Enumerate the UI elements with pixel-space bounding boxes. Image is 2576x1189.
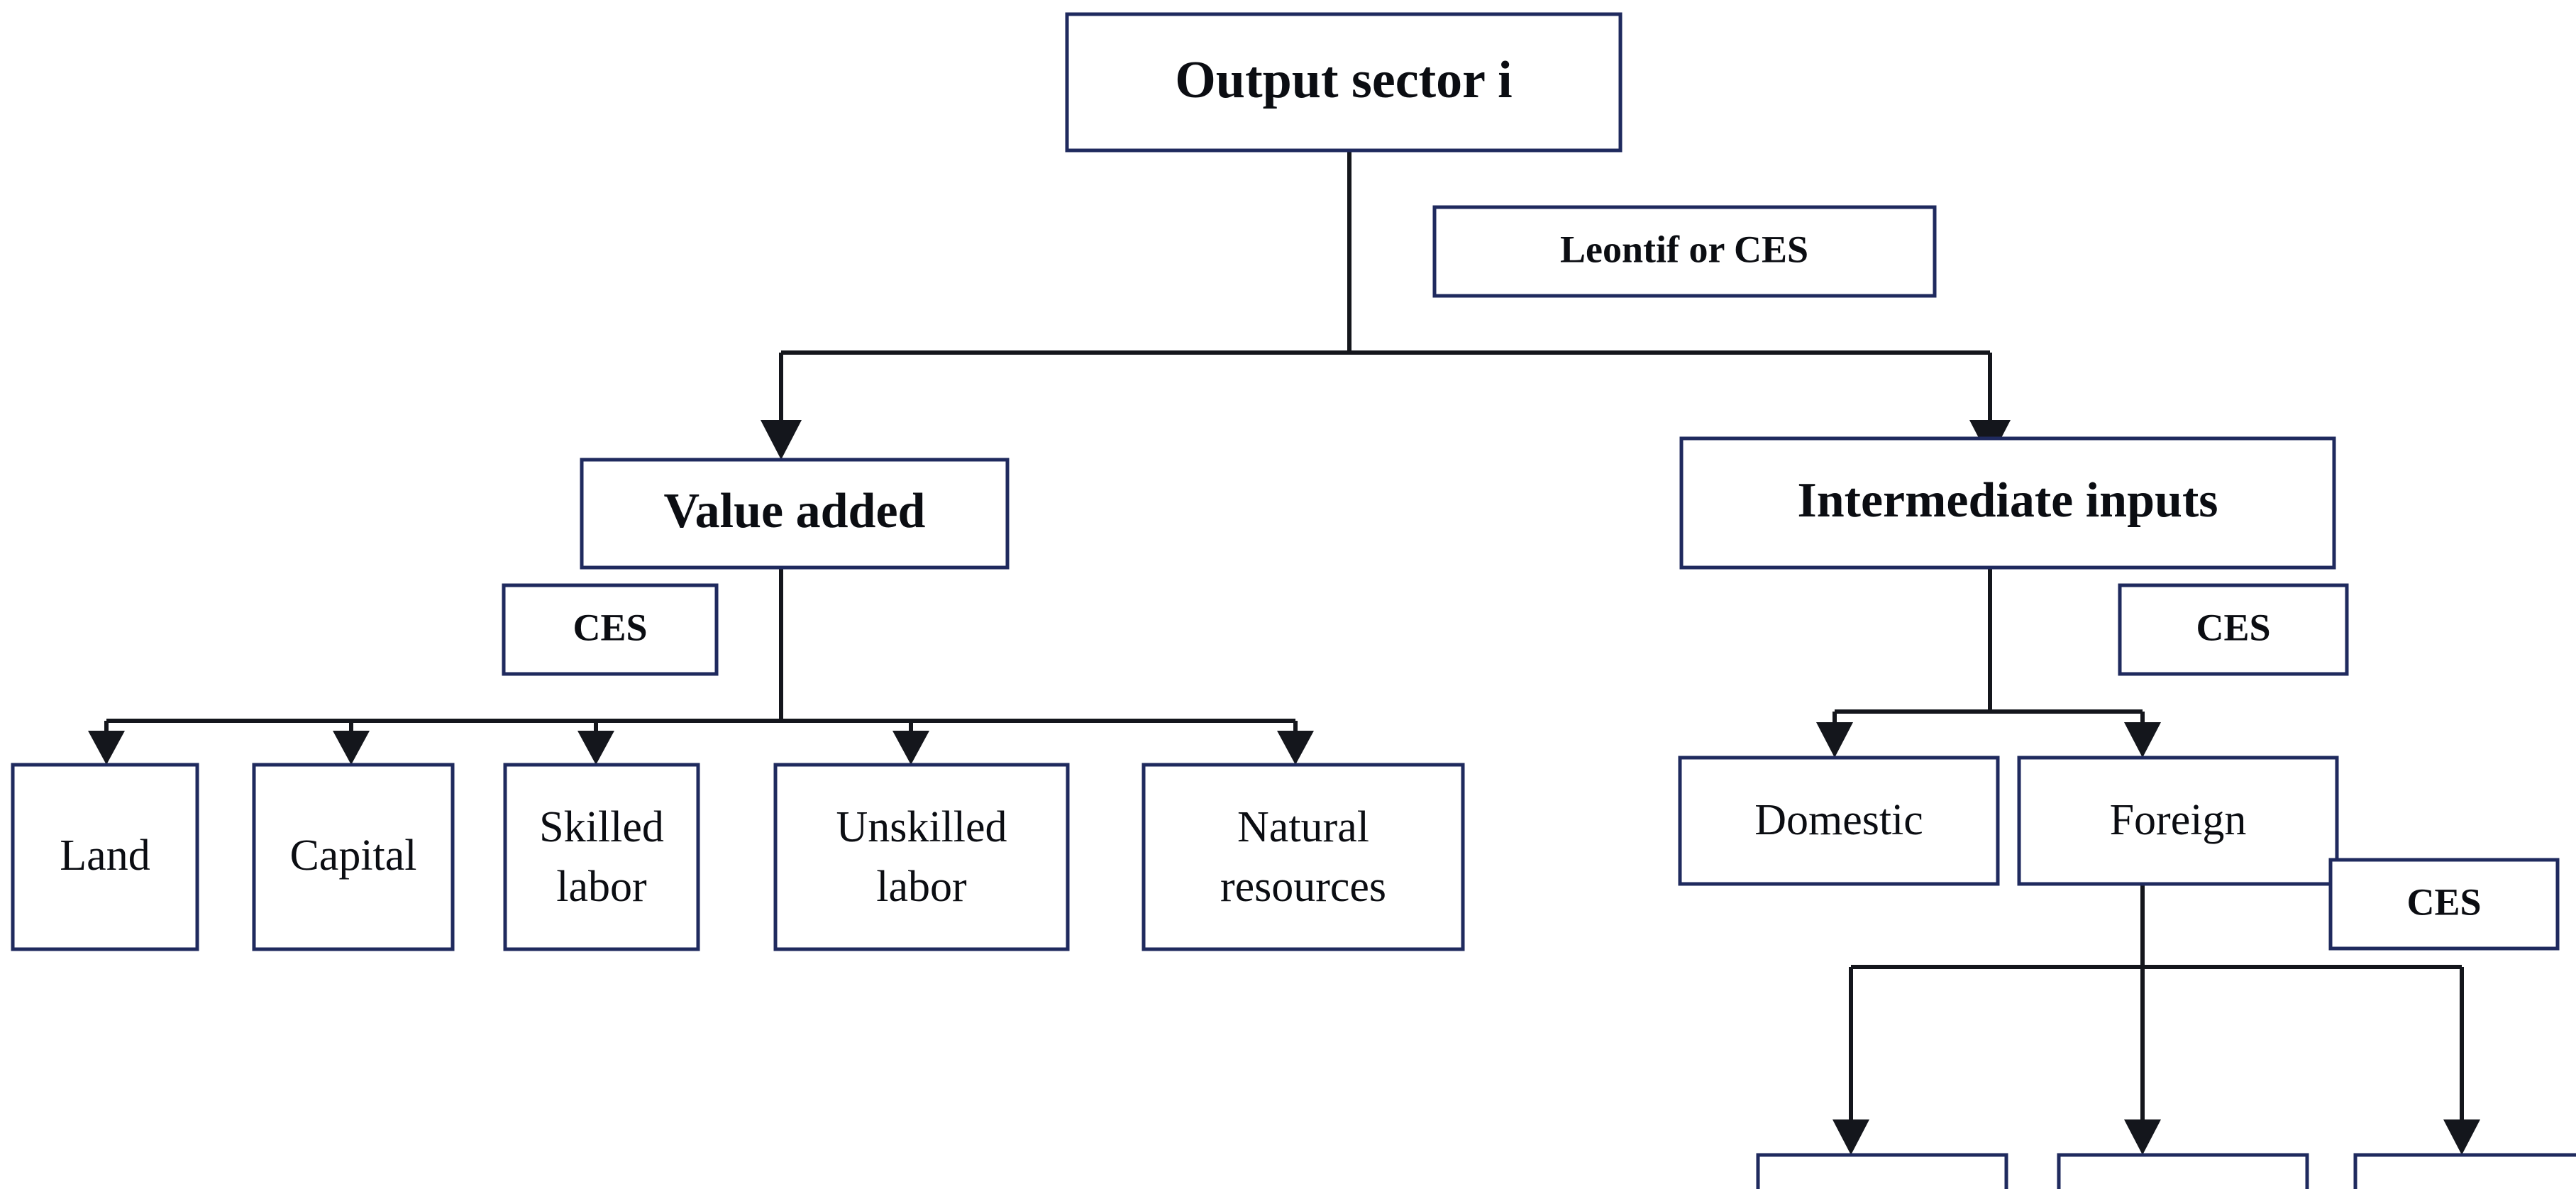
tag-ces-value-added-box[interactable] xyxy=(502,583,719,676)
tag-ces-foreign-box[interactable] xyxy=(2328,858,2560,951)
unskilled-labor-label-line-1: Unskilled xyxy=(836,803,1007,851)
node-value-added[interactable]: Value added xyxy=(580,458,1010,570)
arrowhead-skilled-labor xyxy=(577,731,614,765)
value-added-box[interactable] xyxy=(580,458,1010,570)
node-natural-resources[interactable]: Natural resources xyxy=(1141,763,1465,951)
capital-box[interactable] xyxy=(252,763,455,951)
natural-resources-label-line-2: resources xyxy=(1220,863,1386,911)
unskilled-labor-label-line-2: labor xyxy=(876,863,967,911)
node-tag-ces-value-added[interactable]: CES xyxy=(502,583,719,676)
node-tag-ces-foreign[interactable]: CES xyxy=(2328,858,2560,951)
output-sector-label: Output sector i xyxy=(1175,51,1513,109)
node-skilled-labor[interactable]: Skilled labor xyxy=(503,763,700,951)
skilled-labor-label-line-1: Skilled xyxy=(539,803,664,851)
arrowhead-region-1 xyxy=(1833,1119,1869,1155)
node-output-sector[interactable]: Output sector i xyxy=(1065,12,1623,153)
land-box[interactable] xyxy=(11,763,199,951)
tag-ces-value-added-label: CES xyxy=(573,606,647,648)
node-region-1[interactable]: Region 1 xyxy=(1756,1153,2008,1189)
output-sector-box[interactable] xyxy=(1065,12,1623,153)
skilled-labor-box[interactable] xyxy=(503,763,700,951)
domestic-box[interactable] xyxy=(1678,756,2000,886)
value-added-label: Value added xyxy=(664,484,926,538)
arrowhead-foreign xyxy=(2124,722,2161,758)
tag-leontif-or-ces-box[interactable] xyxy=(1432,205,1937,298)
arrowhead-value-added xyxy=(761,420,802,460)
node-tag-ces-intermediate[interactable]: CES xyxy=(2118,583,2349,676)
arrowhead-capital xyxy=(333,731,370,765)
arrowhead-region-r xyxy=(2443,1119,2480,1155)
tag-ces-intermediate-box[interactable] xyxy=(2118,583,2349,676)
unskilled-labor-box[interactable] xyxy=(773,763,1070,951)
node-tag-leontif-or-ces[interactable]: Leontif or CES xyxy=(1432,205,1937,298)
node-capital[interactable]: Capital xyxy=(252,763,455,951)
node-foreign[interactable]: Foreign xyxy=(2017,756,2339,886)
skilled-labor-label-line-2: labor xyxy=(556,863,647,911)
region-1-box[interactable] xyxy=(1756,1153,2008,1189)
region-r-box[interactable] xyxy=(2353,1153,2576,1189)
capital-label: Capital xyxy=(289,831,416,880)
foreign-label: Foreign xyxy=(2110,796,2247,844)
natural-resources-label-line-1: Natural xyxy=(1237,803,1369,851)
foreign-box[interactable] xyxy=(2017,756,2339,886)
node-region-2[interactable]: Region 2 xyxy=(2057,1153,2309,1189)
tag-ces-foreign-label: CES xyxy=(2406,880,2481,923)
arrowhead-domestic xyxy=(1816,722,1853,758)
intermediate-inputs-box[interactable] xyxy=(1679,436,2336,570)
node-region-r[interactable]: Region r xyxy=(2353,1153,2576,1189)
arrowhead-unskilled-labor xyxy=(892,731,929,765)
node-unskilled-labor[interactable]: Unskilled labor xyxy=(773,763,1070,951)
tag-ces-intermediate-label: CES xyxy=(2196,606,2270,648)
node-intermediate-inputs[interactable]: Intermediate inputs xyxy=(1679,436,2336,570)
arrowhead-land xyxy=(88,731,125,765)
region-2-box[interactable] xyxy=(2057,1153,2309,1189)
node-land[interactable]: Land xyxy=(11,763,199,951)
natural-resources-box[interactable] xyxy=(1141,763,1465,951)
domestic-label: Domestic xyxy=(1754,796,1923,844)
arrowhead-region-2 xyxy=(2124,1119,2161,1155)
intermediate-inputs-label: Intermediate inputs xyxy=(1797,473,2218,528)
node-domestic[interactable]: Domestic xyxy=(1678,756,2000,886)
tag-leontif-or-ces-label: Leontif or CES xyxy=(1560,228,1808,270)
land-label: Land xyxy=(60,831,150,880)
arrowhead-natural-resources xyxy=(1277,731,1314,765)
